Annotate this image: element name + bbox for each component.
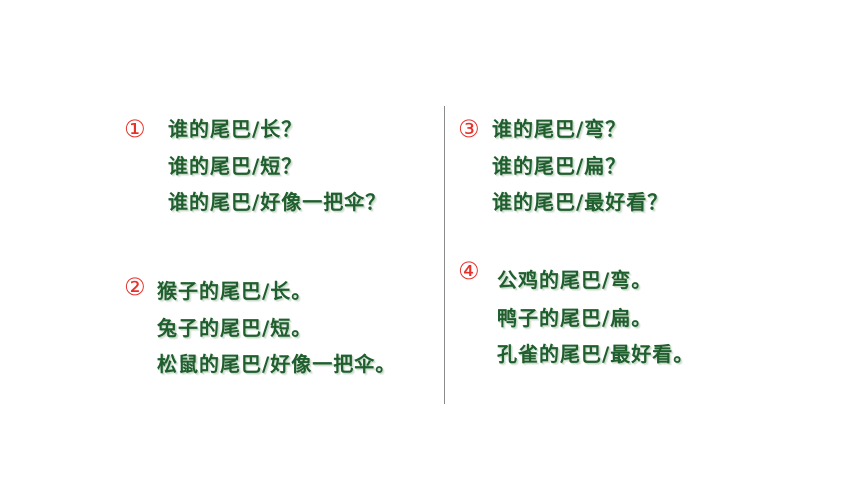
group-4-line-3: 孔雀的尾巴/最好看。 [497, 342, 695, 366]
group-number-1: ① [124, 115, 146, 143]
group-2-line-1: 猴子的尾巴/长。 [157, 279, 313, 303]
group-1-line-1: 谁的尾巴/长？ [168, 117, 303, 141]
group-3-line-2: 谁的尾巴/扁？ [492, 154, 627, 178]
group-3-line-3: 谁的尾巴/最好看？ [492, 190, 669, 214]
group-number-4: ④ [458, 257, 480, 285]
group-number-2: ② [124, 273, 146, 301]
center-divider [444, 106, 445, 404]
group-4-line-2: 鸭子的尾巴/扁。 [497, 306, 653, 330]
group-number-3: ③ [458, 115, 480, 143]
group-4-line-1: 公鸡的尾巴/弯。 [497, 268, 653, 292]
group-2-line-3: 松鼠的尾巴/好像一把伞。 [157, 352, 397, 376]
group-2-line-2: 兔子的尾巴/短。 [157, 316, 313, 340]
group-3-line-1: 谁的尾巴/弯？ [492, 117, 627, 141]
group-1-line-2: 谁的尾巴/短？ [168, 154, 303, 178]
group-1-line-3: 谁的尾巴/好像一把伞？ [168, 190, 387, 214]
